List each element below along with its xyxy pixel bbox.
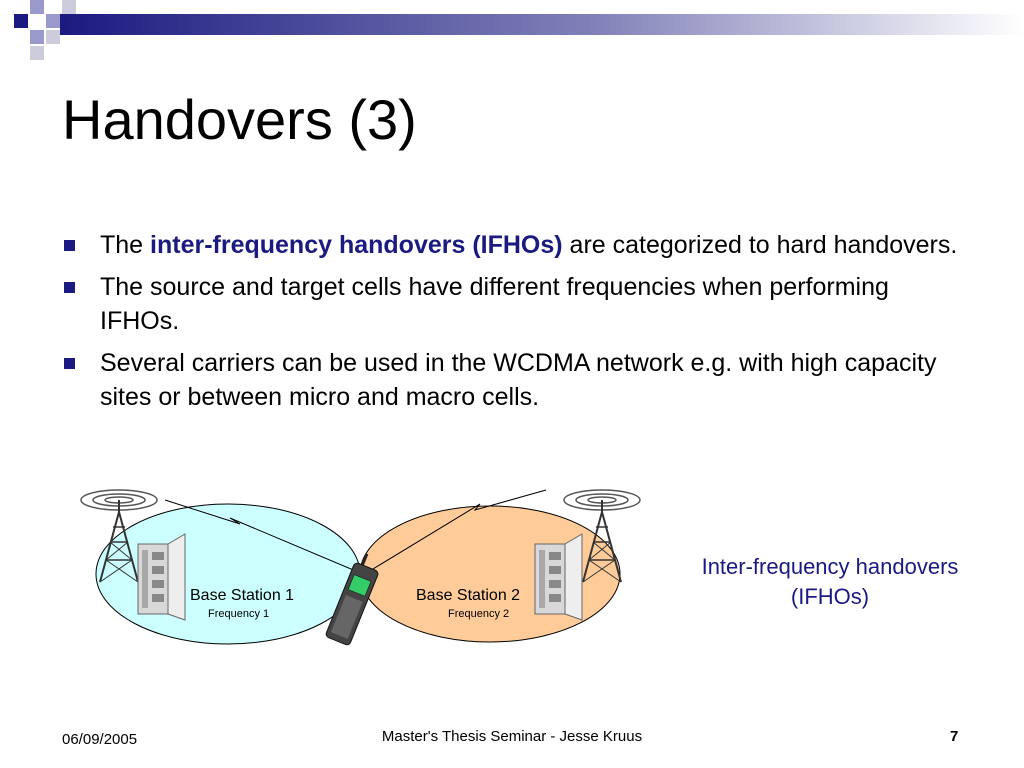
base-station-1-cabinet-icon <box>137 533 186 621</box>
antenna-tower-left-icon <box>80 489 158 583</box>
base-station-2-cabinet-icon <box>534 533 583 621</box>
corner-decoration <box>14 0 1024 60</box>
diagram-caption: Inter-frequency handovers (IFHOs) <box>701 554 959 609</box>
bullet-square-icon <box>64 282 75 293</box>
bullet-item: The inter-frequency handovers (IFHOs) ar… <box>62 228 972 262</box>
handover-diagram: Base Station 1 Frequency 1 Base Station … <box>80 489 641 646</box>
bullet-square-icon <box>64 240 75 251</box>
footer-date: 06/09/2005 <box>62 731 138 748</box>
bullet-list: The inter-frequency handovers (IFHOs) ar… <box>62 228 972 422</box>
bullet-item: The source and target cells have differe… <box>62 270 972 338</box>
radio-link-1 <box>164 499 371 578</box>
footer-presentation-title: Master's Thesis Seminar - Jesse Kruus <box>381 728 643 745</box>
bullet-square-icon <box>64 358 75 369</box>
emphasis-ifho: inter-frequency handovers (IFHOs) <box>150 231 563 259</box>
cell-1-frequency: Frequency 1 <box>208 608 269 620</box>
page-number: 7 <box>950 728 959 745</box>
slide-title: Handovers (3) <box>62 88 417 151</box>
cell-2-name: Base Station 2 <box>416 587 520 604</box>
antenna-tower-right-icon <box>563 489 641 583</box>
cell-1-name: Base Station 1 <box>190 587 294 604</box>
bullet-item: Several carriers can be used in the WCDM… <box>62 346 972 414</box>
radio-link-2 <box>367 489 547 573</box>
mobile-phone-icon <box>325 553 379 646</box>
cell-2-frequency: Frequency 2 <box>448 608 509 620</box>
